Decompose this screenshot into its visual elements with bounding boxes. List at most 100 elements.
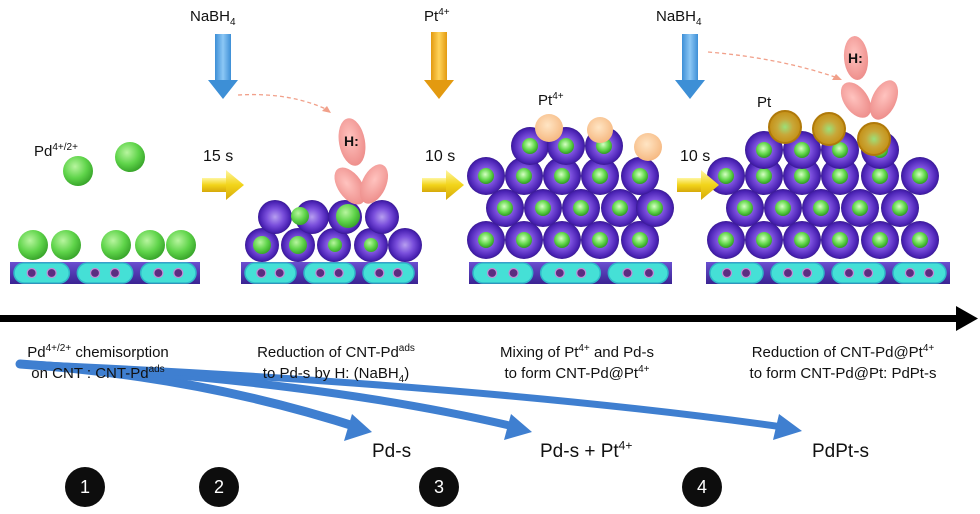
hydride-ellipse	[338, 118, 366, 166]
pd-core	[756, 168, 772, 184]
flow-arrow-head-3	[773, 414, 802, 440]
pd-ion-sphere	[166, 230, 196, 260]
pd-core	[813, 200, 829, 216]
product-label-pdpt-s: PdPt-s	[812, 441, 870, 462]
step-badge-4: 4	[682, 467, 722, 507]
flow-arrow-head-2	[504, 414, 532, 440]
cnt-atom	[576, 267, 587, 279]
step-badge-2: 2	[199, 467, 239, 507]
pd-core	[737, 200, 753, 216]
cnt-unit	[76, 262, 134, 284]
cnt-atom	[333, 267, 344, 279]
pd-ion-sphere	[291, 207, 309, 225]
pd-core	[892, 200, 908, 216]
pt4-cluster-label: Pt4+	[538, 91, 564, 110]
cnt-atom	[862, 267, 874, 279]
cnt-unit	[892, 262, 947, 284]
pd-core	[573, 200, 589, 216]
cnt-atom	[89, 267, 101, 279]
cnt-atom	[740, 267, 752, 279]
pd-ion-sphere	[364, 238, 378, 252]
step-caption-4: Reduction of CNT-Pd@Pt4+ to form CNT-Pd@…	[749, 343, 937, 383]
product-label-pd-s-pt4: Pd-s + Pt4+	[540, 438, 633, 462]
cnt-atom	[26, 267, 37, 279]
pd-core	[554, 168, 570, 184]
pt-ion-sphere	[587, 117, 613, 143]
hydride-path-2	[707, 51, 839, 79]
pd-core	[912, 232, 928, 248]
cnt-unit	[362, 262, 415, 284]
pd-core	[756, 232, 772, 248]
cnt-atom	[274, 267, 285, 279]
cnt-atom	[173, 267, 184, 279]
hydride-label-2: H:	[848, 50, 863, 66]
cnt-atom	[392, 267, 403, 279]
pd-core	[794, 142, 810, 158]
pd-core	[832, 142, 848, 158]
nabh4-arrow-1	[208, 34, 238, 99]
pt-ion-sphere	[535, 114, 563, 142]
cnt-atom	[782, 267, 794, 279]
pt-cluster-label: Pt	[757, 94, 772, 111]
step-badge-3: 3	[419, 467, 459, 507]
cnt-atom	[109, 267, 121, 279]
nabh4-label-2: NaBH4	[656, 8, 702, 28]
hydride-ellipse	[869, 80, 899, 120]
nabh4-arrow-2	[675, 34, 705, 99]
pd-core	[852, 200, 868, 216]
cnt-atom	[643, 267, 655, 279]
pd-ion-sphere	[253, 236, 271, 254]
pd-core	[558, 138, 574, 154]
pd-core	[756, 142, 772, 158]
cnt-atom	[801, 267, 813, 279]
pd-ion-sphere	[18, 230, 48, 260]
cnt-atom	[315, 267, 326, 279]
pd-ion-sphere	[289, 236, 307, 254]
pd-core	[592, 232, 608, 248]
pd-core	[794, 232, 810, 248]
nabh4-label-1: NaBH4	[190, 8, 236, 28]
pd-core	[632, 168, 648, 184]
pd-ion-label: Pd4+/2+	[34, 142, 78, 161]
pd-core	[478, 168, 494, 184]
cnt-atom	[843, 267, 855, 279]
time-label-1: 15 s	[203, 148, 234, 165]
cnt-atom	[904, 267, 916, 279]
pd-core	[554, 232, 570, 248]
pd-core	[516, 232, 532, 248]
cnt-base	[706, 262, 950, 284]
pd-s-sphere	[388, 228, 422, 262]
pd-core	[832, 168, 848, 184]
cnt-unit	[244, 262, 297, 284]
flow-arrows	[15, 359, 794, 433]
pd-core	[497, 200, 513, 216]
pd-ion-sphere	[63, 156, 93, 186]
pd-core	[832, 232, 848, 248]
step-caption-3: Mixing of Pt4+ and Pd-s to form CNT-Pd@P…	[500, 343, 654, 383]
pd-core	[592, 168, 608, 184]
pd-ion-sphere	[51, 230, 81, 260]
pd-core	[522, 138, 538, 154]
pd-core	[912, 168, 928, 184]
pd-core	[535, 200, 551, 216]
cnt-atom	[256, 267, 267, 279]
cnt-atom	[721, 267, 733, 279]
cnt-atom	[374, 267, 385, 279]
cnt-substrates	[10, 262, 950, 284]
hydride-ellipse	[840, 82, 872, 118]
pd-core	[872, 232, 888, 248]
particle-clusters	[18, 110, 939, 262]
hydride-label-1: H:	[344, 133, 359, 149]
hydride-path-1-head	[322, 106, 331, 113]
pd-core	[718, 168, 734, 184]
pt-shell-sphere	[812, 112, 846, 146]
hydride-path-1	[237, 93, 329, 111]
pt-ion-sphere	[634, 133, 662, 161]
cnt-unit	[303, 262, 356, 284]
cnt-unit	[139, 262, 197, 284]
step-caption-1: Pd4+/2+ chemisorption on CNT : CNT-Pdads	[27, 343, 169, 383]
flow-arrow-head-1	[344, 414, 372, 441]
cnt-unit	[472, 262, 534, 284]
pd-core	[775, 200, 791, 216]
